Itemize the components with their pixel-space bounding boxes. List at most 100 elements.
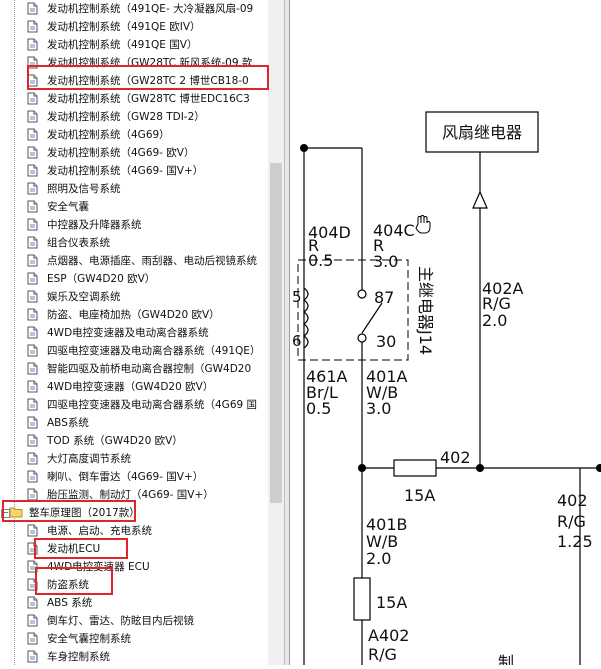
highlight-box-folder [2, 500, 136, 522]
document-icon [27, 470, 38, 483]
tree-folder[interactable]: 整车原理图（2017款） [0, 504, 268, 522]
pin-30: 30 [376, 332, 396, 351]
document-icon [27, 164, 38, 177]
document-icon [27, 416, 38, 429]
label-404d-size: 0.5 [308, 251, 333, 270]
tree-subitem[interactable]: 防盗系统 [0, 576, 268, 594]
label-a402: A402 [368, 626, 409, 645]
highlight-box-antitheft [35, 567, 113, 595]
tree-item-label: 照明及信号系统 [47, 183, 121, 195]
tree-item[interactable]: 防盗、电座椅加热（GW4D20 欧V） [0, 306, 268, 324]
tree-item[interactable]: 胎压监测、制动灯（4G69- 国V+） [0, 486, 268, 504]
tree-item[interactable]: 发动机控制系统（GW28TC 博世EDC16C3 [0, 90, 268, 108]
tree-subitem[interactable]: ABS 系统 [0, 594, 268, 612]
tree-guide-line [14, 0, 15, 665]
wiring-diagram: 风扇继电器 404D R 0.5 404C R 3.0 87 30 5 6 主继… [290, 0, 601, 669]
tree-item[interactable]: 安全气囊 [0, 198, 268, 216]
pin-6: 6 [292, 332, 302, 350]
hand-cursor-icon [415, 215, 431, 234]
document-icon [27, 488, 38, 501]
junction-dot [476, 464, 484, 472]
tree-subitem[interactable]: 倒车灯、雷达、防眩目内后视镜 [0, 612, 268, 630]
label-402-size: 1.25 [557, 532, 593, 551]
tree-item[interactable]: 4WD电控变速器（GW4D20 欧V） [0, 378, 268, 396]
tree-subitem[interactable]: 车身控制系统 [0, 648, 268, 665]
document-icon [27, 398, 38, 411]
tree-item[interactable]: 四驱电控变速器及电动离合器系统（491QE） [0, 342, 268, 360]
tree-item[interactable]: 点烟器、电源插座、雨刮器、电动后视镜系统 [0, 252, 268, 270]
tree-item-label: 娱乐及空调系统 [47, 291, 121, 303]
tree-item-label: 发动机控制系统（491QE- 大冷凝器风扇-09 [47, 3, 254, 15]
tree-item[interactable]: 发动机控制系统（491QE 国V） [0, 36, 268, 54]
tree-item-label: 发动机控制系统（4G69） [47, 129, 170, 141]
labels: 404D R 0.5 404C R 3.0 87 30 5 6 主继电器J14 … [292, 221, 593, 669]
document-icon [27, 452, 38, 465]
label-401b-color: W/B [366, 532, 398, 551]
tree-item[interactable]: 发动机控制系统（4G69） [0, 126, 268, 144]
tree-item[interactable]: 智能四驱及前桥电动离合器控制（GW4D20 [0, 360, 268, 378]
relay-coil [303, 287, 309, 349]
tree-item[interactable]: 组合仪表系统 [0, 234, 268, 252]
tree-item[interactable]: ABS系统 [0, 414, 268, 432]
fuse-15a-lower [353, 577, 371, 621]
tree-item-label: 组合仪表系统 [47, 237, 110, 249]
label-461a: 461A [306, 367, 348, 386]
tree-item-label: 4WD电控变速器（GW4D20 欧V） [47, 381, 214, 393]
tree-item-label: 智能四驱及前桥电动离合器控制（GW4D20 [47, 363, 252, 375]
tree-item[interactable]: 中控器及升降器系统 [0, 216, 268, 234]
tree-item[interactable]: ESP（GW4D20 欧V） [0, 270, 268, 288]
document-icon [27, 524, 38, 537]
tree-item-label: 四驱电控变速器及电动离合器系统（4G69 国 [47, 399, 258, 411]
document-icon [27, 326, 38, 339]
junction-dot [358, 464, 366, 472]
document-icon [27, 200, 38, 213]
main-relay-label: 主继电器J14 [416, 266, 435, 355]
label-404c: 404C [373, 221, 415, 240]
document-icon [27, 254, 38, 267]
tree-item[interactable]: 4WD电控变速器及电动离合器系统 [0, 324, 268, 342]
tree-item[interactable]: 发动机控制系统（491QE 欧IV） [0, 18, 268, 36]
tree-item-label: 发动机控制系统（491QE 国V） [47, 39, 198, 51]
scrollbar-thumb[interactable] [270, 163, 282, 503]
document-icon [27, 362, 38, 375]
tree-item[interactable]: 照明及信号系统 [0, 180, 268, 198]
tree-item[interactable]: 发动机控制系统（4G69- 国V+） [0, 162, 268, 180]
label-401b: 401B [366, 515, 408, 534]
tree-item[interactable]: 发动机控制系统（GW28 TDI-2） [0, 108, 268, 126]
document-icon [27, 290, 38, 303]
label-401b-size: 2.0 [366, 549, 391, 568]
tree-subitem[interactable]: 安全气囊控制系统 [0, 630, 268, 648]
pin-5: 5 [292, 288, 302, 306]
tree-item-label: 四驱电控变速器及电动离合器系统（491QE） [47, 345, 261, 357]
document-icon [27, 236, 38, 249]
collapse-toggle-icon[interactable]: − [1, 508, 10, 518]
label-404c-color: R [373, 236, 384, 255]
junction-dot [596, 464, 601, 472]
tree-item[interactable]: 娱乐及空调系统 [0, 288, 268, 306]
label-fuse2: 15A [376, 593, 407, 612]
tree-item[interactable]: 发动机控制系统（4G69- 欧V） [0, 144, 268, 162]
tree-item-label: 胎压监测、制动灯（4G69- 国V+） [47, 489, 214, 501]
tree-item-label: 发动机控制系统（GW28TC 2 博世CB18-0 [47, 75, 249, 87]
tree-panel: 发动机控制系统（491QE- 大冷凝器风扇-09 发动机控制系统（491QE 欧I… [0, 0, 268, 665]
document-icon [27, 434, 38, 447]
tree-item[interactable]: 大灯高度调节系统 [0, 450, 268, 468]
folder-icon [9, 506, 23, 519]
tree-subitem[interactable]: 电源、启动、充电系统 [0, 522, 268, 540]
label-401a-size: 3.0 [366, 399, 391, 418]
tree-item[interactable]: 喇叭、倒车雷达（4G69- 国V+） [0, 468, 268, 486]
tree-item[interactable]: 发动机控制系统（491QE- 大冷凝器风扇-09 [0, 0, 268, 18]
fan-relay-label: 风扇继电器 [442, 123, 522, 142]
label-402a-color: R/G [482, 294, 511, 313]
tree-item-label: 发动机控制系统（491QE 欧IV） [47, 21, 201, 33]
tree-item-label: 发动机控制系统（4G69- 欧V） [47, 147, 195, 159]
tree-item[interactable]: TOD 系统（GW4D20 欧V） [0, 432, 268, 450]
tree-item[interactable]: 四驱电控变速器及电动离合器系统（4G69 国 [0, 396, 268, 414]
pane-splitter[interactable] [284, 0, 290, 665]
label-402a: 402A [482, 279, 524, 298]
highlight-box-ecu [34, 538, 128, 559]
label-402-color: R/G [557, 512, 586, 531]
tree-item-label: 安全气囊控制系统 [47, 633, 131, 645]
document-icon [27, 92, 38, 105]
label-401a-color: W/B [366, 383, 398, 402]
